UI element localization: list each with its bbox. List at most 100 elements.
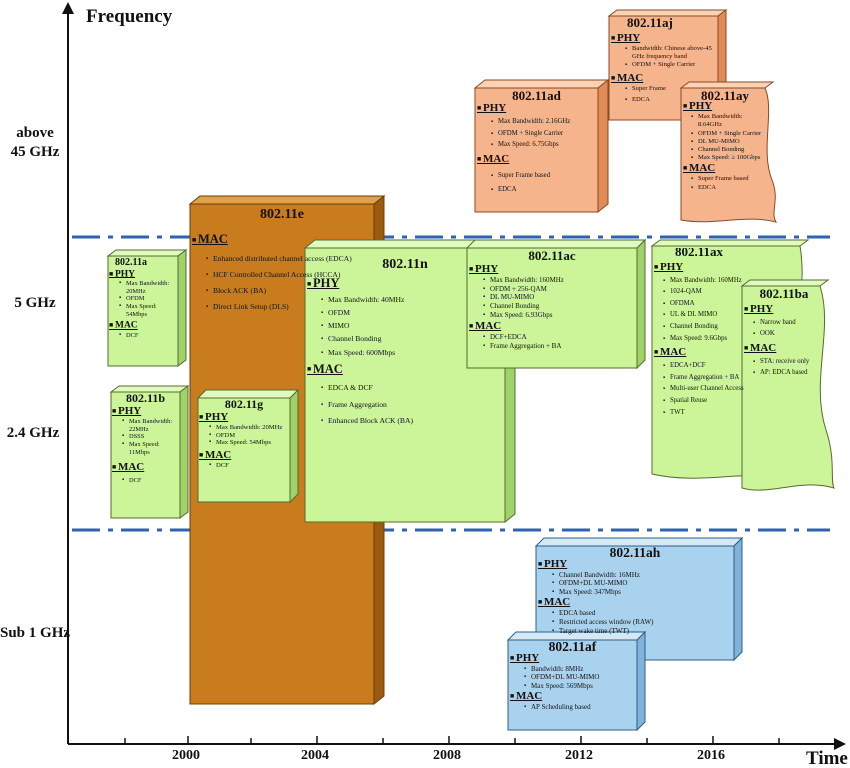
box-80211ba: 802.11ba PHY Narrow band OOK MAC STA: re… xyxy=(744,288,824,484)
mac-item: Frame Aggregation + BA xyxy=(663,374,744,383)
box-title: 802.11e xyxy=(260,207,304,222)
year-label-2008: 2008 xyxy=(433,748,461,763)
phy-item: Max Bandwidth: 160MHz xyxy=(663,277,744,286)
phy-item: Max Speed: 9.6Gbps xyxy=(663,335,744,344)
box-title: 802.11a xyxy=(115,257,147,268)
phy-list: Max Bandwidth: 20MHz OFDM Max Speed: 54M… xyxy=(209,424,289,447)
phy-list: Max Bandwidth: 40MHz OFDM MIMO Channel B… xyxy=(321,295,503,358)
box-80211e: 802.11e MAC Enhanced distributed channel… xyxy=(192,206,372,406)
phy-item: Max Bandwidth: 20MHz xyxy=(119,280,177,295)
phy-list: Max Bandwidth: 8.64GHz OFDM + Single Car… xyxy=(691,113,767,162)
mac-item: Enhanced Block ACK (BA) xyxy=(321,416,503,426)
y-axis-arrow xyxy=(62,2,74,14)
box-title: 802.11af xyxy=(548,641,597,654)
mac-item: AP Scheduling based xyxy=(524,703,635,712)
mac-heading: MAC xyxy=(307,362,503,378)
box-80211a: 802.11a PHY Max Bandwidth: 20MHz OFDM Ma… xyxy=(109,257,177,365)
mac-item: DCF+EDCA xyxy=(483,333,635,342)
mac-item: Super Frame xyxy=(625,85,685,93)
mac-item: STA: receive only xyxy=(753,358,824,367)
phy-list: Bandwidth: 8MHz OFDM+DL MU-MIMO Max Spee… xyxy=(524,665,635,691)
phy-item: OOK xyxy=(753,330,824,339)
phy-item: DL MU-MIMO xyxy=(483,293,635,302)
box-80211n: 802.11n PHY Max Bandwidth: 40MHz OFDM MI… xyxy=(307,250,503,520)
mac-heading: MAC xyxy=(112,461,179,474)
mac-heading: MAC xyxy=(477,153,596,166)
mac-item: Super Frame based xyxy=(691,175,767,183)
mac-item: EDCA xyxy=(691,184,767,192)
mac-item: Frame Aggregation + BA xyxy=(483,342,635,351)
mac-heading: MAC xyxy=(469,320,635,333)
phy-heading: PHY xyxy=(683,100,767,113)
phy-item: 1024-QAM xyxy=(663,288,744,297)
mac-list: EDCA & DCF Frame Aggregation Enhanced Bl… xyxy=(321,383,503,426)
mac-heading: MAC xyxy=(192,232,372,248)
mac-list: DCF xyxy=(119,332,177,340)
phy-item: Narrow band xyxy=(753,319,824,328)
mac-list: DCF+EDCA Frame Aggregation + BA xyxy=(483,333,635,351)
mac-item: Spatial Reuse xyxy=(663,397,744,406)
box-title: 802.11b xyxy=(125,393,165,405)
phy-list: Bandwidth: Chinese above-45 GHz frequenc… xyxy=(625,45,717,70)
phy-heading: PHY xyxy=(469,263,635,276)
x-axis-ticks xyxy=(124,736,780,744)
mac-heading: MAC xyxy=(199,449,289,462)
phy-item: OFDM + 256-QAM xyxy=(483,285,635,294)
phy-item: Max Bandwidth: 20MHz xyxy=(209,424,289,432)
phy-item: Channel Bonding xyxy=(321,334,503,344)
box-80211aj: 802.11aj xyxy=(611,17,681,119)
phy-item: Channel Bonding xyxy=(663,323,744,332)
phy-item: Max Speed: 347Mbps xyxy=(552,588,732,597)
mac-list: Enhanced distributed channel access (EDC… xyxy=(206,254,372,313)
phy-item: Bandwidth: 8MHz xyxy=(524,665,635,674)
mac-item: Super Frame based xyxy=(491,172,596,181)
phy-item: Max Speed: 54Mbps xyxy=(119,303,177,318)
phy-item: OFDM xyxy=(209,432,289,440)
mac-list: Super Frame EDCA xyxy=(625,85,685,105)
phy-item: Channel Bandwidth: 16MHz xyxy=(552,571,732,580)
phy-list: Narrow band OOK xyxy=(753,319,824,339)
phy-item: Channel Bonding xyxy=(691,146,767,154)
phy-item: Bandwidth: Chinese above-45 GHz frequenc… xyxy=(625,45,717,61)
box-title: 802.11aj xyxy=(627,17,673,30)
phy-item: Max Bandwidth: 8.64GHz xyxy=(691,113,767,129)
phy-item: Max Bandwidth: 2.16GHz xyxy=(491,118,596,127)
phy-item: MIMO xyxy=(321,321,503,331)
band-label-5ghz: 5 GHz xyxy=(14,295,56,311)
mac-heading: MAC xyxy=(611,72,717,85)
mac-list: DCF xyxy=(209,462,289,470)
mac-item: AP: EDCA based xyxy=(753,369,824,378)
mac-item: Target wake time (TWT) xyxy=(552,627,732,636)
mac-heading: MAC xyxy=(683,162,767,175)
phy-heading: PHY xyxy=(744,303,824,316)
mac-heading: MAC xyxy=(109,320,177,332)
mac-list: Super Frame based EDCA xyxy=(691,175,767,192)
band-label-above-45ghz: above 45 GHz xyxy=(10,125,60,160)
mac-item: Block ACK (BA) xyxy=(206,286,372,296)
phy-heading: PHY xyxy=(538,558,732,571)
phy-heading: PHY xyxy=(112,405,179,418)
mac-item: EDCA+DCF xyxy=(663,362,744,371)
mac-item: EDCA & DCF xyxy=(321,383,503,393)
mac-item: EDCA xyxy=(625,96,685,104)
mac-list: EDCA based Restricted access window (RAW… xyxy=(552,609,732,635)
mac-item: EDCA based xyxy=(552,609,732,618)
mac-item: Frame Aggregation xyxy=(321,400,503,410)
phy-item: OFDM xyxy=(321,308,503,318)
mac-list: DCF xyxy=(122,477,179,485)
phy-list: Max Bandwidth: 20MHz OFDM Max Speed: 54M… xyxy=(119,280,177,318)
box-title: 802.11ac xyxy=(528,250,576,263)
phy-item: Max Speed: ≥ 100Gbps xyxy=(691,154,767,162)
phy-item: Max Speed: 6.93Gbps xyxy=(483,311,635,320)
box-title: 802.11ax xyxy=(674,248,724,259)
box-80211g: 802.11g PHY Max Bandwidth: 20MHz OFDM Ma… xyxy=(199,399,289,501)
phy-list: Max Bandwidth: 22MHz DSSS Max Speed: 11M… xyxy=(122,418,179,457)
mac-item: Multi-user Channel Access xyxy=(663,385,744,394)
band-label-sub-1ghz: Sub 1 GHz xyxy=(0,625,71,641)
phy-item: OFDM + Single Carrier xyxy=(625,61,717,69)
mac-list: STA: receive only AP: EDCA based xyxy=(753,358,824,378)
phy-item: OFDM+DL MU-MIMO xyxy=(552,579,732,588)
phy-list: Max Bandwidth: 160MHz OFDM + 256-QAM DL … xyxy=(483,276,635,320)
phy-item: Max Speed: 54Mbps xyxy=(209,439,289,447)
